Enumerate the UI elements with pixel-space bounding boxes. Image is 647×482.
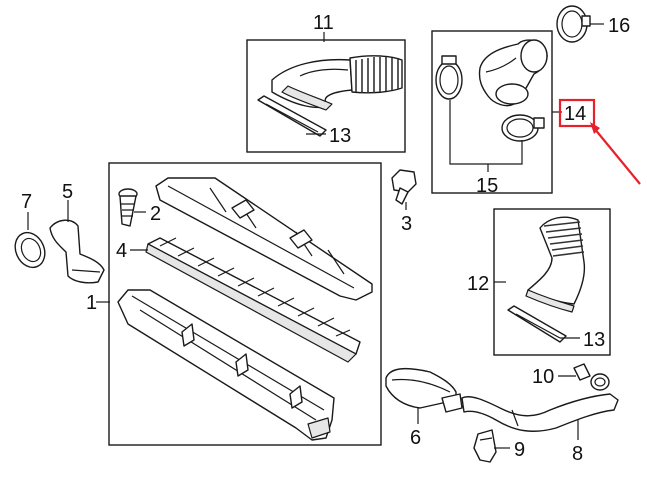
part-resonator-6: [385, 367, 463, 413]
part-hose-8: [461, 393, 619, 432]
callout-13-upper: 13: [329, 125, 351, 147]
part-hose-clamp-left: [435, 55, 463, 100]
part-seal-strip-upper: [257, 95, 327, 137]
highlight-arrowhead: [590, 122, 600, 134]
part-seal-strip-lower: [507, 305, 567, 343]
callout-12: 12: [467, 273, 489, 295]
callout-9: 9: [514, 439, 525, 461]
part-intake-hose-upper: [271, 55, 403, 111]
part-seal-ring-7: [14, 231, 46, 269]
callout-6: 6: [410, 427, 421, 449]
part-bolt-3: [391, 169, 417, 205]
part-clip-10: [573, 363, 610, 391]
callout-14: 14: [564, 103, 586, 125]
leader-lines: [27, 23, 604, 449]
part-clamp-16: [556, 5, 591, 43]
callout-16: 16: [608, 15, 630, 37]
part-air-elbow: [478, 39, 548, 107]
callout-1: 1: [86, 292, 97, 314]
frame-air-cleaner: [108, 162, 382, 446]
callout-8: 8: [572, 443, 583, 465]
part-hose-clamp-right: [501, 114, 545, 142]
callout-2: 2: [150, 203, 161, 225]
part-intake-hose-lower: [525, 216, 586, 313]
part-screw-2: [118, 188, 138, 227]
highlight-box: [558, 98, 596, 128]
highlight-arrow: [593, 127, 641, 185]
part-air-cleaner-cover: [155, 177, 373, 301]
callout-4: 4: [116, 240, 127, 262]
frame-duct-upper: [246, 39, 406, 153]
callout-7: 7: [21, 191, 32, 213]
callout-11: 11: [313, 12, 334, 34]
part-air-cleaner-case: [117, 289, 335, 441]
callout-3: 3: [401, 213, 412, 235]
callout-13-lower: 13: [583, 329, 605, 351]
part-filter-element: [145, 237, 361, 363]
callout-15: 15: [476, 175, 498, 197]
callout-5: 5: [62, 181, 73, 203]
part-air-duct-5: [49, 219, 105, 284]
part-sensor-9: [473, 429, 497, 463]
callout-10: 10: [532, 366, 554, 388]
highlight-14: [558, 98, 641, 185]
